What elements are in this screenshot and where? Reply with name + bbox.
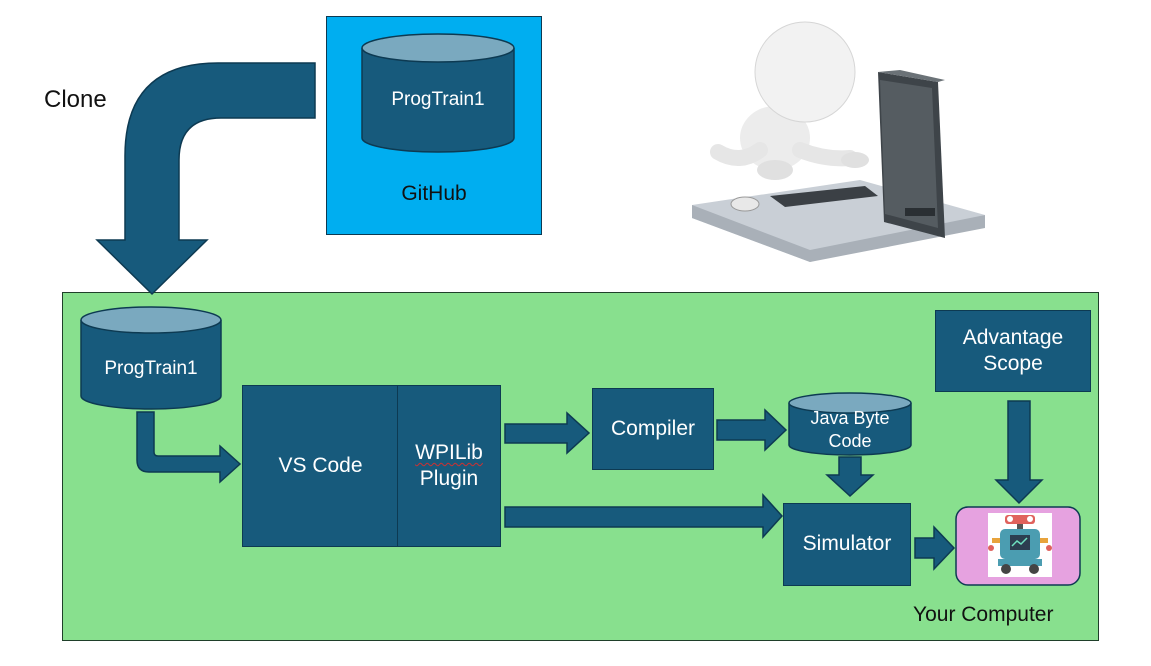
simulator-box: Simulator bbox=[783, 503, 911, 586]
bytecode-label-line1: Java Byte bbox=[810, 407, 890, 428]
compiler-to-bytecode-arrow bbox=[716, 408, 788, 452]
advantage-to-robot-arrow bbox=[994, 400, 1044, 505]
advantage-label-line1: Advantage bbox=[962, 325, 1064, 349]
bytecode-cylinder bbox=[788, 392, 912, 456]
wpilib-plugin-box: WPILib Plugin bbox=[397, 385, 501, 547]
robot-icon bbox=[988, 515, 1052, 574]
bytecode-label-line2: Code bbox=[828, 431, 872, 451]
your-computer-label: Your Computer bbox=[913, 603, 1054, 626]
wpilib-label-line2: Plugin bbox=[419, 467, 479, 490]
github-repo-label: ProgTrain1 bbox=[391, 89, 485, 110]
github-repo-cylinder bbox=[361, 33, 515, 153]
person-at-computer-illustration bbox=[692, 21, 985, 262]
plugin-to-compiler-arrow bbox=[504, 411, 591, 455]
repo-to-vscode-arrow bbox=[136, 411, 242, 484]
github-label: GitHub bbox=[401, 182, 467, 205]
wpilib-label-line1: WPILib bbox=[415, 440, 483, 464]
clone-arrow bbox=[95, 62, 316, 296]
advantage-label-line2: Scope bbox=[983, 352, 1043, 375]
clone-label: Clone bbox=[44, 86, 107, 113]
simulator-to-robot-arrow bbox=[914, 525, 956, 571]
plugin-to-simulator-arrow bbox=[504, 493, 784, 539]
local-repo-label: ProgTrain1 bbox=[104, 358, 198, 379]
simulator-label: Simulator bbox=[802, 532, 892, 556]
vscode-box: VS Code bbox=[242, 385, 399, 547]
advantage-scope-box: Advantage Scope bbox=[935, 310, 1091, 392]
bytecode-to-simulator-arrow bbox=[825, 456, 875, 498]
vscode-label: VS Code bbox=[278, 453, 363, 477]
compiler-box: Compiler bbox=[592, 388, 714, 470]
local-repo-cylinder bbox=[80, 306, 222, 410]
compiler-label: Compiler bbox=[610, 416, 696, 440]
bytecode-label: Java Byte Code bbox=[789, 404, 911, 456]
